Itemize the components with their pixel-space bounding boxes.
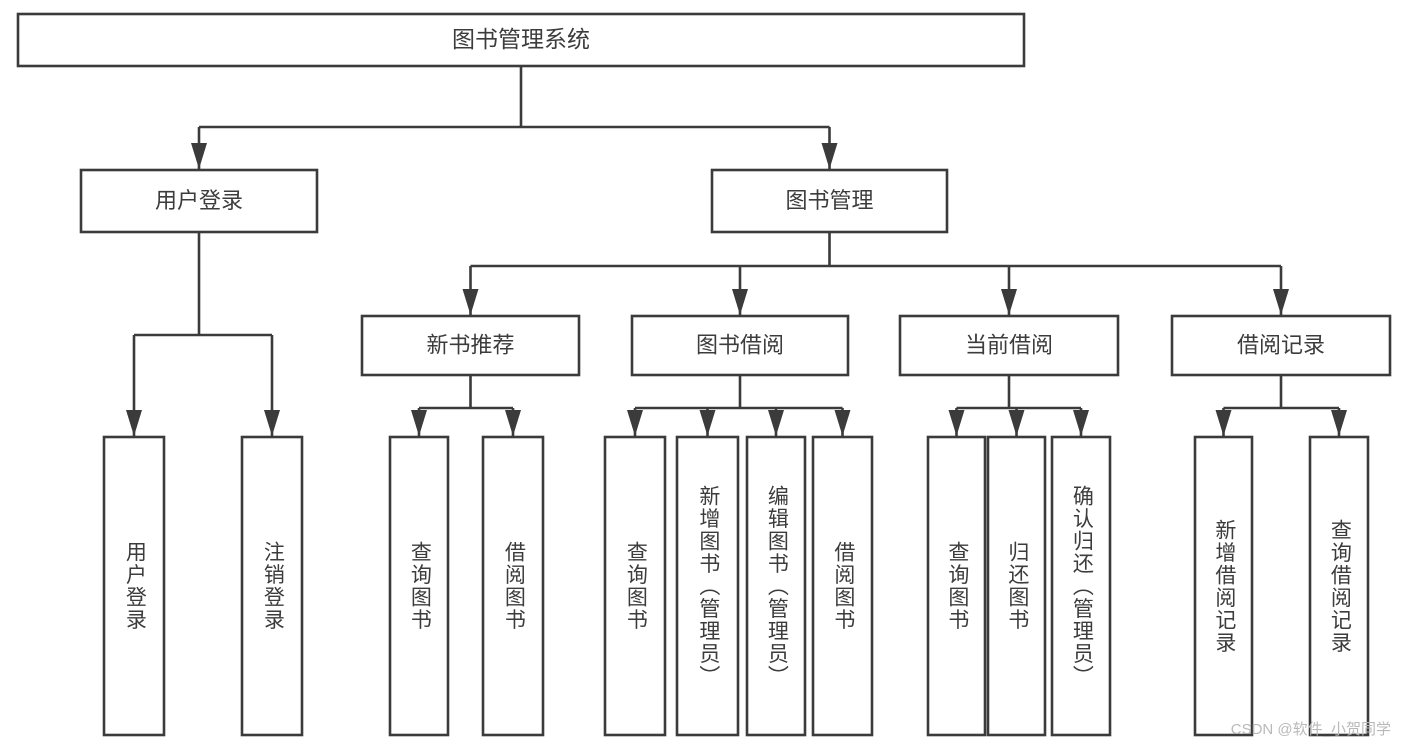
arrow-head-icon bbox=[191, 143, 207, 169]
level2-node-0[interactable]: 用户登录 bbox=[79, 168, 319, 234]
leaf-node-7[interactable] bbox=[811, 435, 874, 737]
arrow-head-icon bbox=[627, 410, 643, 436]
arrow-head-icon bbox=[126, 410, 142, 436]
leaf-node-6[interactable] bbox=[745, 435, 807, 737]
leaf-node-7-box[interactable] bbox=[811, 435, 874, 737]
leaf-node-2-box[interactable] bbox=[388, 435, 450, 737]
leaf-node-9-box[interactable] bbox=[986, 435, 1047, 737]
arrow-head-icon bbox=[1008, 410, 1025, 436]
leaf-node-10[interactable] bbox=[1050, 435, 1112, 737]
leaf-node-6-box[interactable] bbox=[745, 435, 807, 737]
root-node[interactable]: 图书管理系统 bbox=[16, 12, 1026, 68]
level3-node-0[interactable]: 新书推荐 bbox=[360, 314, 581, 377]
leaf-node-0-box[interactable] bbox=[102, 435, 166, 737]
leaf-node-5[interactable] bbox=[675, 435, 740, 737]
leaf-node-10-box[interactable] bbox=[1050, 435, 1112, 737]
arrow-head-icon bbox=[411, 410, 427, 436]
arrow-head-icon bbox=[505, 410, 521, 436]
arrow-head-icon bbox=[264, 410, 280, 436]
arrow-head-icon bbox=[948, 410, 965, 436]
leaf-node-8[interactable] bbox=[926, 435, 987, 737]
arrow-head-icon bbox=[834, 410, 851, 436]
level3-node-2-label: 当前借阅 bbox=[965, 332, 1053, 357]
leaf-node-8-box[interactable] bbox=[926, 435, 987, 737]
level3-node-3-label: 借阅记录 bbox=[1237, 332, 1325, 357]
level3-node-2[interactable]: 当前借阅 bbox=[898, 314, 1120, 377]
leaf-node-2[interactable] bbox=[388, 435, 450, 737]
root-node-label: 图书管理系统 bbox=[452, 26, 590, 52]
leaf-node-1[interactable] bbox=[240, 435, 304, 737]
level2-node-0-label: 用户登录 bbox=[155, 188, 243, 213]
arrow-head-icon bbox=[1001, 289, 1017, 315]
root-node-box[interactable] bbox=[16, 12, 1026, 68]
leaf-node-3[interactable] bbox=[481, 435, 545, 737]
level3-node-1[interactable]: 图书借阅 bbox=[630, 314, 850, 377]
arrow-head-icon bbox=[699, 410, 716, 436]
arrow-head-icon bbox=[732, 289, 748, 315]
level3-node-2-box[interactable] bbox=[898, 314, 1120, 377]
level3-node-0-label: 新书推荐 bbox=[426, 332, 514, 357]
level2-node-0-box[interactable] bbox=[79, 168, 319, 234]
leaf-node-12[interactable] bbox=[1308, 435, 1370, 737]
watermark: CSDN @软件_小贺同学 bbox=[1230, 721, 1391, 738]
arrow-head-icon bbox=[1331, 410, 1347, 436]
leaf-node-3-box[interactable] bbox=[481, 435, 545, 737]
level3-node-3[interactable]: 借阅记录 bbox=[1170, 314, 1392, 377]
arrow-head-icon bbox=[821, 143, 838, 169]
leaf-node-4-box[interactable] bbox=[603, 435, 667, 737]
leaf-node-12-box[interactable] bbox=[1308, 435, 1370, 737]
leaf-node-9[interactable] bbox=[986, 435, 1047, 737]
leaf-node-5-box[interactable] bbox=[675, 435, 740, 737]
leaf-node-11[interactable] bbox=[1193, 435, 1254, 737]
leaf-node-1-box[interactable] bbox=[240, 435, 304, 737]
arrow-head-icon bbox=[1273, 289, 1289, 315]
level2-node-1[interactable]: 图书管理 bbox=[710, 168, 949, 234]
level2-node-1-box[interactable] bbox=[710, 168, 949, 234]
connector-layer bbox=[126, 66, 1347, 436]
level3-node-0-box[interactable] bbox=[360, 314, 581, 377]
arrow-head-icon bbox=[1215, 410, 1232, 436]
leaf-node-0[interactable] bbox=[102, 435, 166, 737]
leaf-node-11-box[interactable] bbox=[1193, 435, 1254, 737]
level3-node-1-box[interactable] bbox=[630, 314, 850, 377]
arrow-head-icon bbox=[462, 289, 479, 315]
level2-node-1-label: 图书管理 bbox=[785, 188, 873, 213]
level3-node-3-box[interactable] bbox=[1170, 314, 1392, 377]
arrow-head-icon bbox=[1073, 410, 1089, 436]
arrow-head-icon bbox=[768, 410, 784, 436]
leaf-node-4[interactable] bbox=[603, 435, 667, 737]
level3-node-1-label: 图书借阅 bbox=[696, 332, 784, 357]
